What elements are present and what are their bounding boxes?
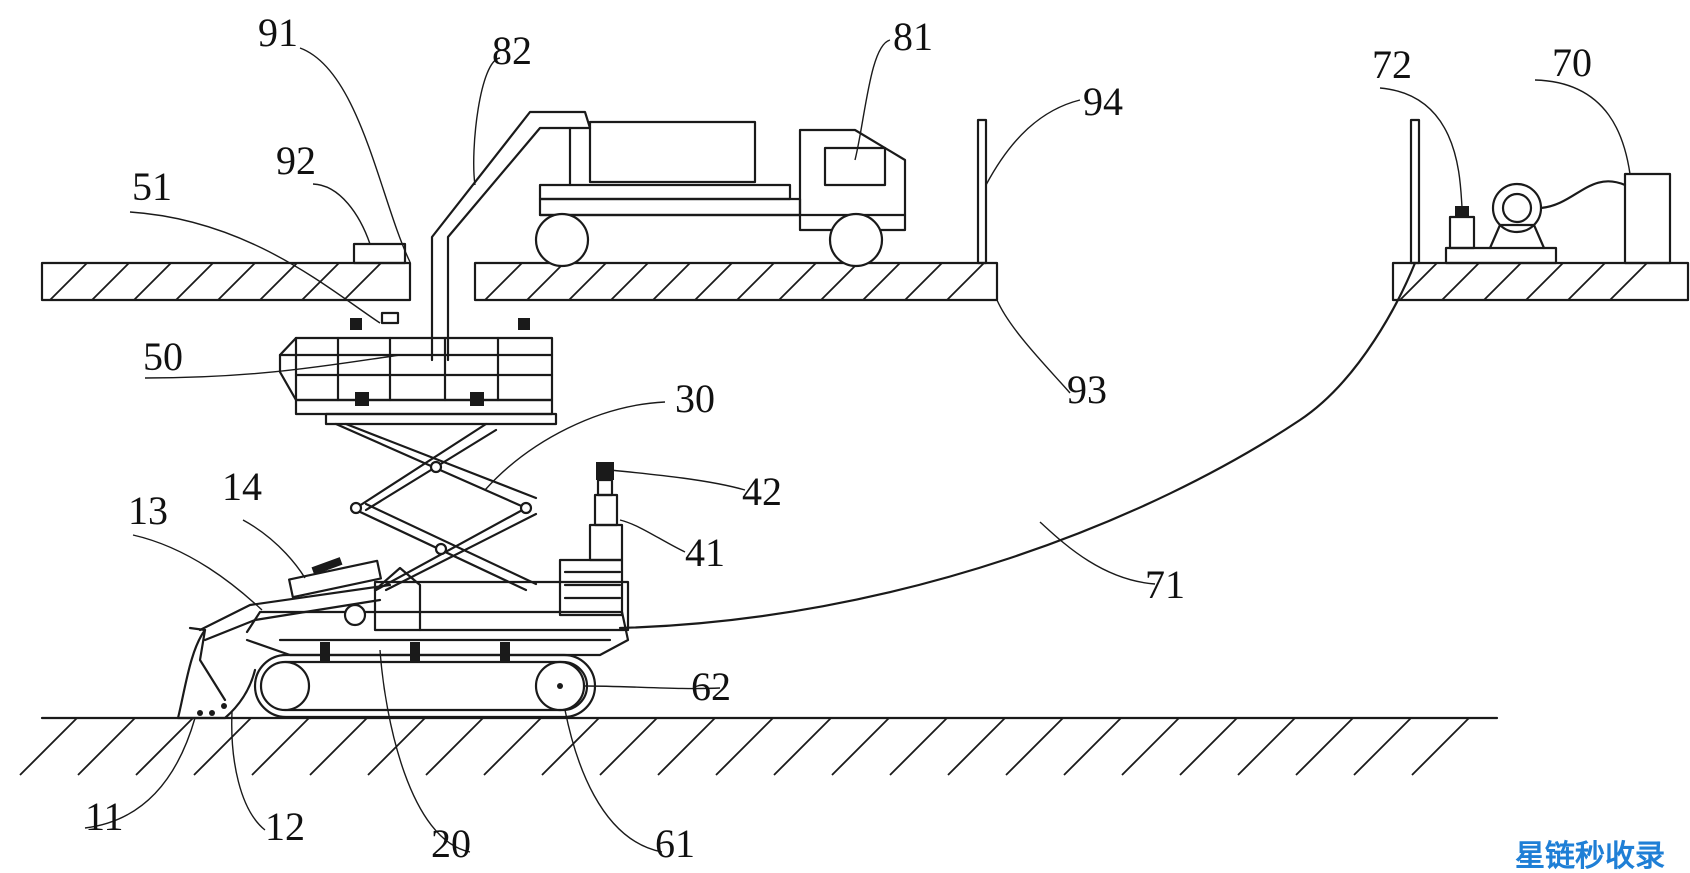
hatching: [49, 262, 382, 301]
hatch-stroke: [1063, 717, 1122, 776]
hatch-stroke: [1179, 717, 1238, 776]
hatch-stroke: [483, 717, 542, 776]
upper-ground-right: [1391, 261, 1690, 302]
scissor-lift-30: [334, 422, 538, 592]
label-92: 92: [276, 138, 316, 183]
label-12: 12: [265, 804, 305, 849]
truck-81: [430, 110, 907, 362]
hatch-stroke: [193, 717, 252, 776]
hatch-stroke: [526, 262, 565, 301]
hatch-stroke: [484, 262, 523, 301]
hatch-stroke: [694, 262, 733, 301]
hatch-stroke: [610, 262, 649, 301]
hatching: [484, 262, 985, 301]
label-50: 50: [143, 334, 183, 379]
hatch-stroke: [259, 262, 298, 301]
block-92: [352, 242, 407, 265]
hatch-stroke: [77, 717, 136, 776]
hatch-stroke: [599, 717, 658, 776]
hatch-stroke: [19, 717, 78, 776]
watermark-text: 星链秒收录: [1515, 839, 1665, 873]
hatch-stroke: [1005, 717, 1064, 776]
label-62: 62: [691, 664, 731, 709]
hatch-stroke: [904, 262, 943, 301]
label-93: 93: [1067, 367, 1107, 412]
hatch-stroke: [49, 262, 88, 301]
hatch-stroke: [1399, 262, 1438, 301]
hatch-stroke: [1411, 717, 1470, 776]
label-71: 71: [1145, 562, 1185, 607]
hatch-stroke: [1525, 262, 1564, 301]
hatch-stroke: [1441, 262, 1480, 301]
hatch-stroke: [309, 717, 368, 776]
hatch-stroke: [946, 262, 985, 301]
hatch-stroke: [820, 262, 859, 301]
label-91: 91: [258, 10, 298, 55]
hatch-stroke: [568, 262, 607, 301]
lower-ground: [19, 716, 1499, 776]
hatch-stroke: [736, 262, 775, 301]
hatch-stroke: [715, 717, 774, 776]
hatch-stroke: [778, 262, 817, 301]
label-72: 72: [1372, 42, 1412, 87]
hatch-stroke: [251, 717, 310, 776]
hatch-stroke: [133, 262, 172, 301]
label-14: 14: [222, 464, 262, 509]
label-51: 51: [132, 164, 172, 209]
label-61: 61: [655, 821, 695, 866]
hatch-stroke: [1609, 262, 1648, 301]
label-42: 42: [742, 469, 782, 514]
hatch-stroke: [657, 717, 716, 776]
label-30: 30: [675, 376, 715, 421]
arm-and-bucket: [176, 557, 422, 720]
hatch-stroke: [135, 717, 194, 776]
hatch-stroke: [773, 717, 832, 776]
work-platform-50: [278, 311, 558, 426]
track-assembly: [253, 653, 597, 719]
hatch-stroke: [652, 262, 691, 301]
hatching: [19, 717, 1470, 776]
label-13: 13: [128, 488, 168, 533]
equipment-right: [1409, 118, 1672, 265]
upper-ground-middle: [473, 261, 999, 302]
hatching: [1399, 262, 1648, 301]
hatch-stroke: [175, 262, 214, 301]
leader-lines: [84, 39, 1631, 853]
label-82: 82: [492, 28, 532, 73]
hatch-stroke: [831, 717, 890, 776]
label-70: 70: [1552, 40, 1592, 85]
label-20: 20: [431, 821, 471, 866]
hatch-stroke: [541, 717, 600, 776]
pole-94: [976, 118, 988, 265]
reference-numbers: 91 82 81 94 72 70 92 51 50 93 30 42 14 1…: [85, 10, 1592, 866]
cable-71: [618, 261, 1417, 630]
hatch-stroke: [425, 717, 484, 776]
vehicle-body-20: [245, 462, 630, 662]
hatch-stroke: [1295, 717, 1354, 776]
label-41: 41: [685, 530, 725, 575]
hatch-stroke: [947, 717, 1006, 776]
upper-ground-left: [40, 261, 412, 302]
hatch-stroke: [217, 262, 256, 301]
label-11: 11: [85, 794, 124, 839]
hatch-stroke: [862, 262, 901, 301]
hatch-stroke: [91, 262, 130, 301]
hatch-stroke: [1483, 262, 1522, 301]
label-81: 81: [893, 14, 933, 59]
hatch-stroke: [889, 717, 948, 776]
hatch-stroke: [343, 262, 382, 301]
hatch-stroke: [1567, 262, 1606, 301]
label-94: 94: [1083, 79, 1123, 124]
hatch-stroke: [1353, 717, 1412, 776]
hatch-stroke: [1237, 717, 1296, 776]
hatch-stroke: [1121, 717, 1180, 776]
